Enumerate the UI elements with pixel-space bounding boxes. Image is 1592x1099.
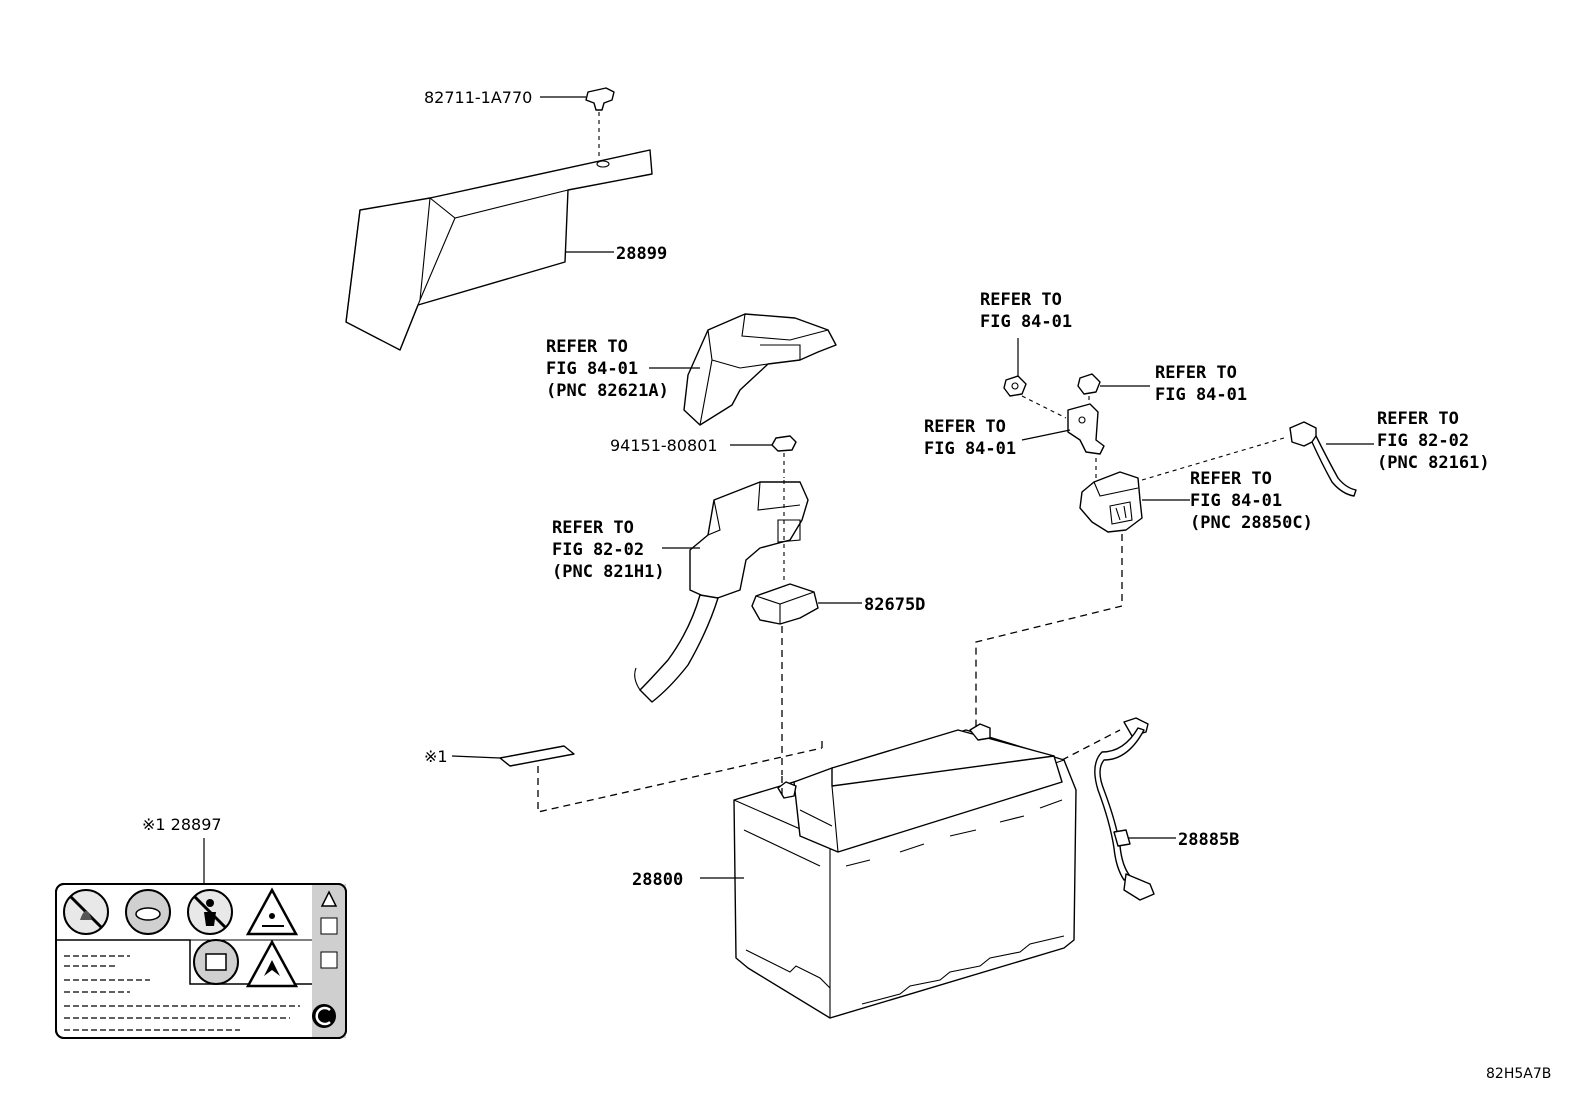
refer-cable-right[interactable]: REFER TO FIG 82-02 (PNC 82161) <box>1377 409 1490 473</box>
battery-cover-28899[interactable] <box>345 149 653 351</box>
acid-warning-icon <box>245 887 299 936</box>
terminal-cover-82675D[interactable] <box>751 480 819 775</box>
refer-sensor-2: FIG 84-01 <box>1190 491 1282 511</box>
refer-mid-left-1: REFER TO <box>552 518 634 538</box>
c-mark-icon <box>312 1004 336 1028</box>
label-cover[interactable]: 28899 <box>616 244 667 264</box>
battery-sensor[interactable] <box>975 471 1143 730</box>
label-marker[interactable]: ※1 <box>424 747 448 766</box>
label-text-lines <box>64 955 300 1031</box>
leader-label-tag <box>451 755 501 759</box>
refer-cable-right-1: REFER TO <box>1377 409 1459 429</box>
refer-top-left-3: (PNC 82621A) <box>546 381 669 401</box>
no-children-icon <box>187 889 233 935</box>
sensor-cable-28885B[interactable] <box>1061 717 1155 901</box>
refer-nut-right-2: FIG 84-01 <box>1155 385 1247 405</box>
label-28897[interactable]: ※1 28897 <box>142 815 222 834</box>
danger-vertical-icon <box>320 890 338 969</box>
label-82675D[interactable]: 82675D <box>864 595 925 615</box>
refer-bracket-2: FIG 84-01 <box>924 439 1016 459</box>
refer-nut-right[interactable]: REFER TO FIG 84-01 <box>1155 363 1247 405</box>
eye-protection-icon <box>125 889 171 935</box>
refer-top-left-2: FIG 84-01 <box>546 359 638 379</box>
label-28885B[interactable]: 28885B <box>1178 830 1239 850</box>
bracket[interactable] <box>1067 403 1105 478</box>
refer-mid-left-2: FIG 82-02 <box>552 540 644 560</box>
refer-bracket[interactable]: REFER TO FIG 84-01 <box>924 417 1016 459</box>
label-tag[interactable] <box>499 740 823 813</box>
upper-terminal-cover[interactable] <box>683 313 837 426</box>
diagram-code: 82H5A7B <box>1486 1066 1551 1082</box>
label-clip[interactable]: 82711-1A770 <box>424 88 532 107</box>
leader-bracket <box>1021 429 1071 441</box>
manual-icon <box>193 939 239 985</box>
clip-82711[interactable] <box>585 87 615 160</box>
refer-nut-top[interactable]: REFER TO FIG 84-01 <box>980 290 1072 332</box>
nut-top[interactable] <box>1003 375 1067 419</box>
refer-nut-top-1: REFER TO <box>980 290 1062 310</box>
refer-bracket-1: REFER TO <box>924 417 1006 437</box>
refer-cable-right-2: FIG 82-02 <box>1377 431 1469 451</box>
warning-label-28897[interactable] <box>55 883 347 1039</box>
refer-top-left-1: REFER TO <box>546 337 628 357</box>
refer-top-left[interactable]: REFER TO FIG 84-01 (PNC 82621A) <box>546 337 669 401</box>
refer-mid-left-3: (PNC 821H1) <box>552 562 665 582</box>
refer-sensor[interactable]: REFER TO FIG 84-01 (PNC 28850C) <box>1190 469 1313 533</box>
no-flame-icon <box>63 889 109 935</box>
refer-nut-right-1: REFER TO <box>1155 363 1237 383</box>
explosion-warning-icon <box>245 939 299 988</box>
nut-right[interactable] <box>1077 373 1101 408</box>
refer-nut-top-2: FIG 84-01 <box>980 312 1072 332</box>
bolt-94151[interactable] <box>771 435 797 478</box>
refer-mid-left[interactable]: REFER TO FIG 82-02 (PNC 821H1) <box>552 518 665 582</box>
terminal-clamp-cable[interactable] <box>634 481 809 703</box>
label-battery[interactable]: 28800 <box>632 870 683 890</box>
refer-sensor-1: REFER TO <box>1190 469 1272 489</box>
refer-sensor-3: (PNC 28850C) <box>1190 513 1313 533</box>
label-bolt[interactable]: 94151-80801 <box>610 436 718 455</box>
cable-connector[interactable] <box>1141 421 1357 497</box>
refer-cable-right-3: (PNC 82161) <box>1377 453 1490 473</box>
battery-28800[interactable] <box>733 723 1077 1019</box>
